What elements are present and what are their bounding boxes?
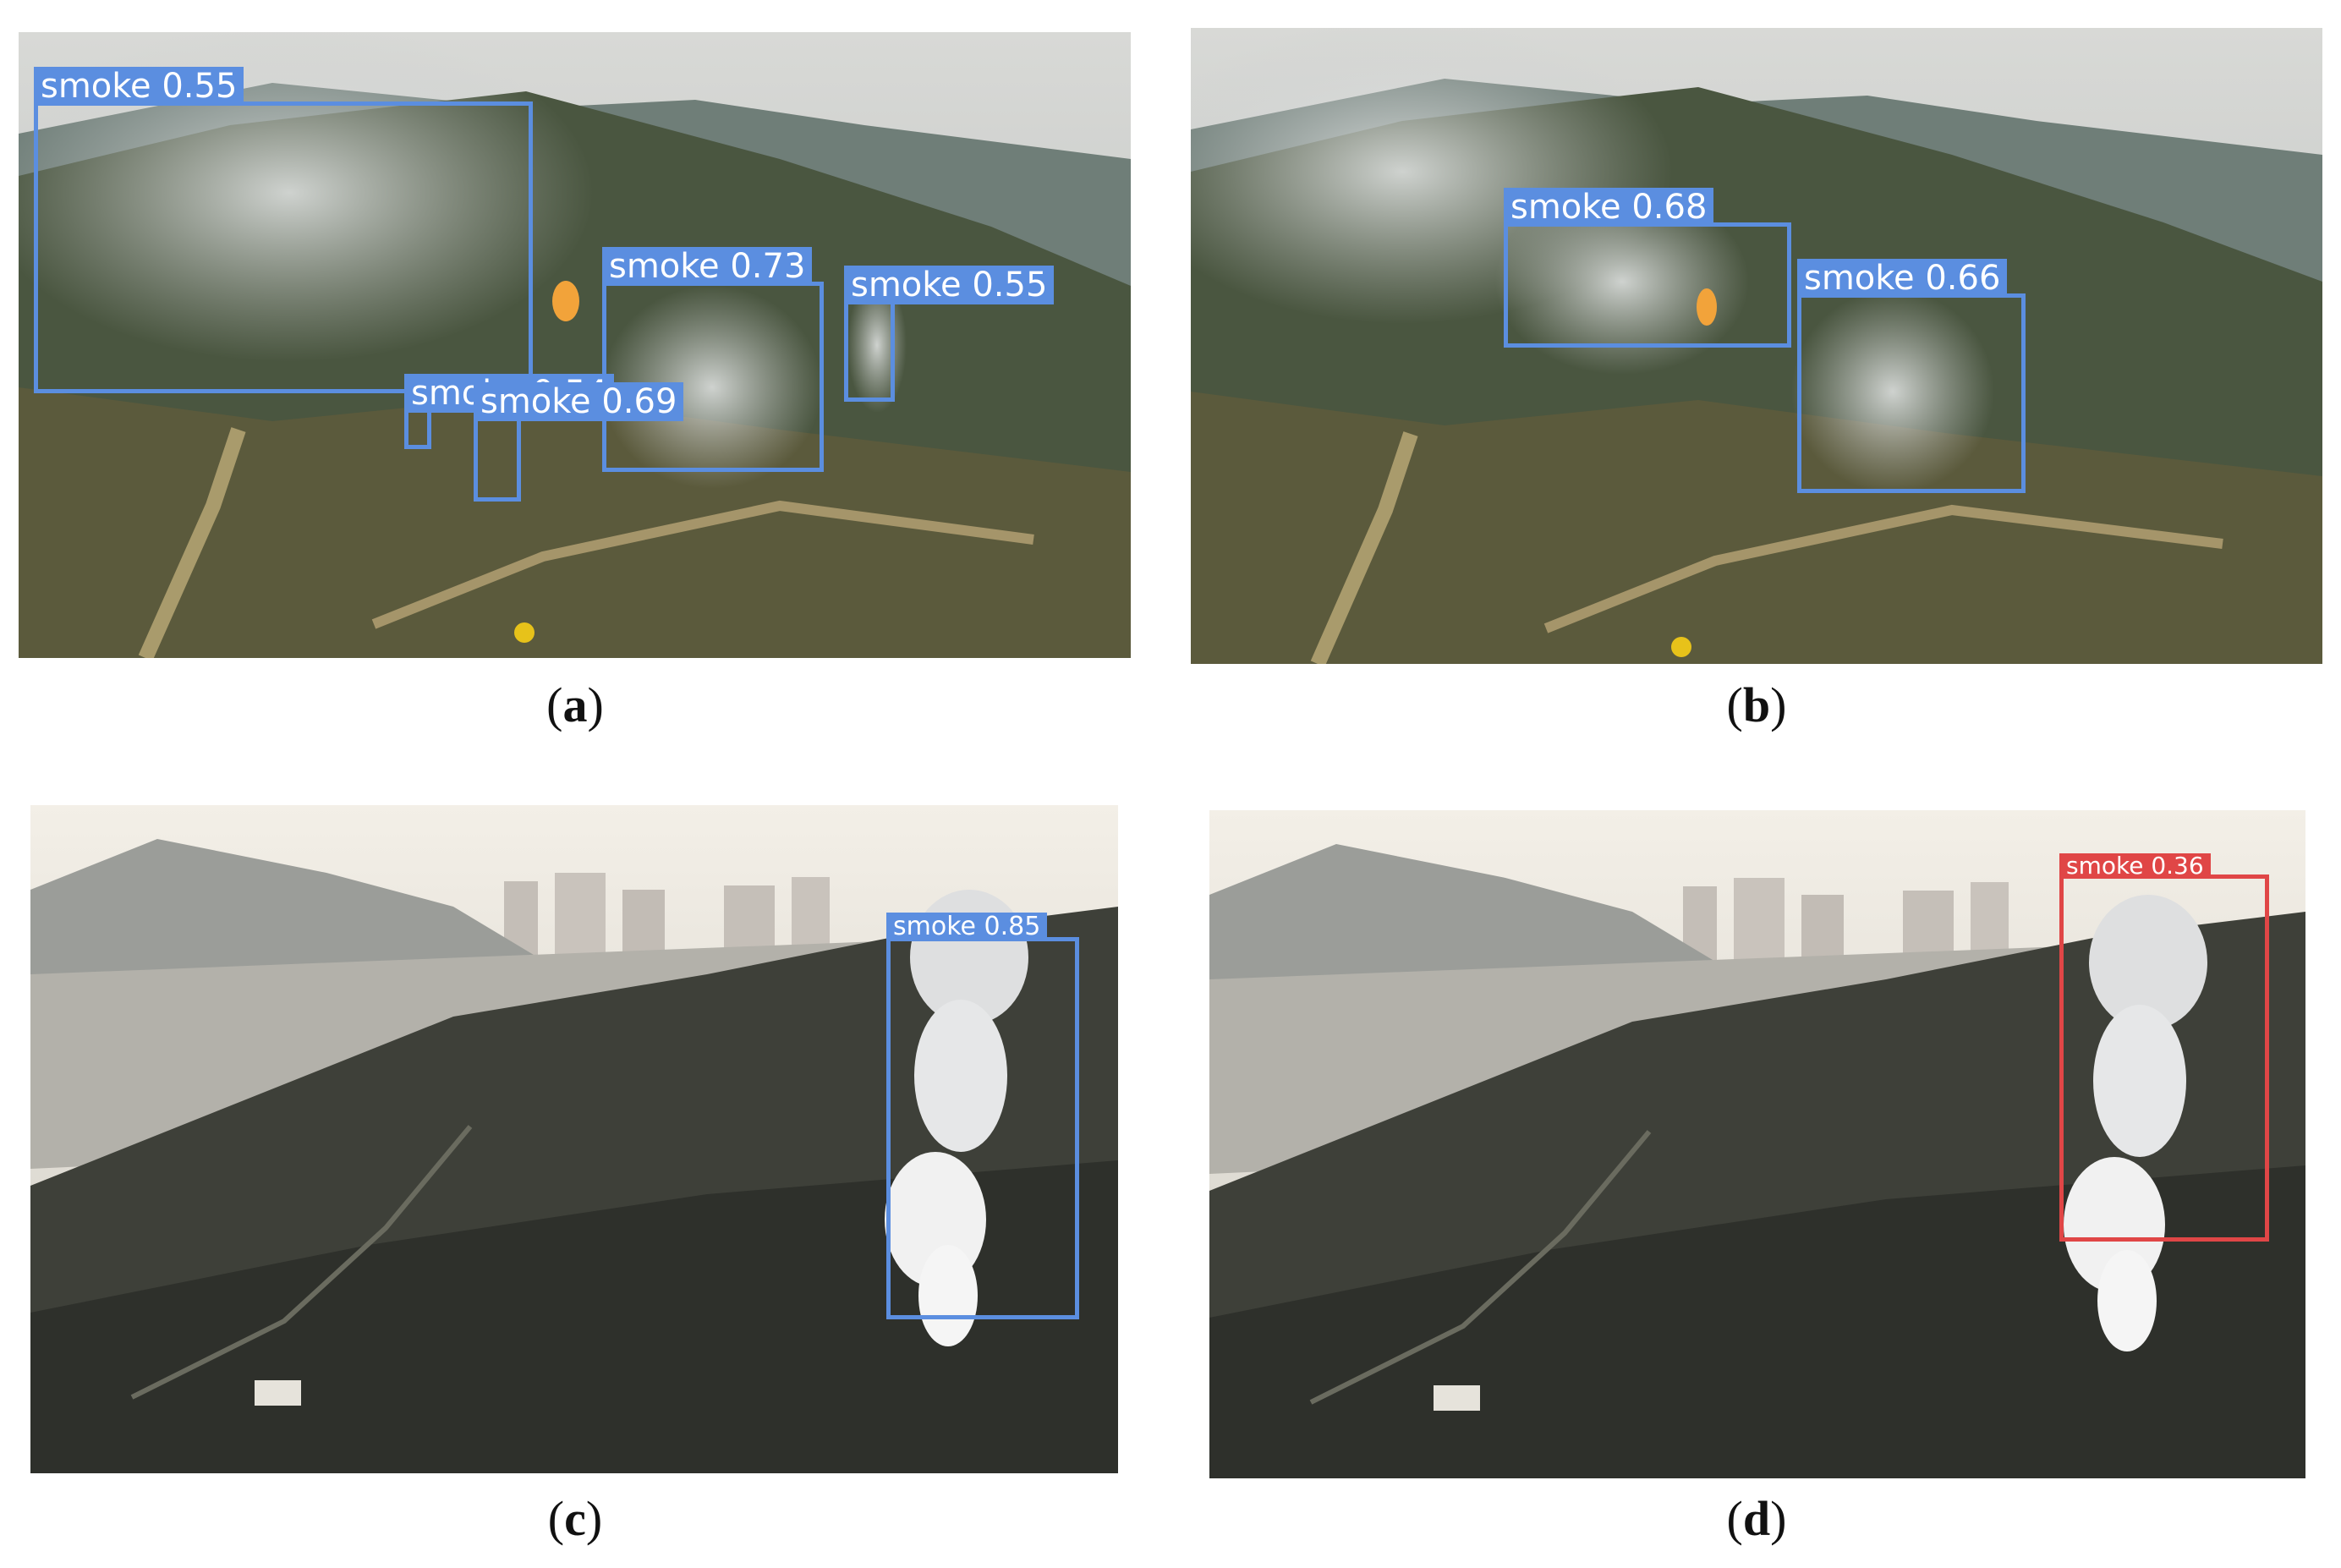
detection-label: smoke 0.55 [34, 67, 244, 106]
detection-box: smoke 0.55 [844, 266, 1055, 402]
detection-box: smoke 0.36 [2059, 853, 2269, 1242]
detection-box: smoke 0.85 [886, 913, 1079, 1319]
detection-box: smoke 0.55 [34, 67, 533, 393]
panel-a-image: smoke 0.55 smoke 0.73 smoke 0.55 smoke 0… [19, 32, 1131, 658]
panel-d-image: smoke 0.36 [1209, 810, 2305, 1478]
forest-smoke-city-scene-d [1209, 810, 2305, 1478]
detection-label: smoke 0.69 [474, 382, 684, 421]
detection-label: smoke 0.36 [2059, 853, 2211, 879]
caption-a: (a) [546, 677, 604, 732]
detection-label: smoke 0.66 [1797, 259, 2008, 298]
detection-label: smoke 0.73 [602, 247, 813, 286]
detection-box: smoke 0.66 [1797, 259, 2026, 493]
detection-box: smoke 0.68 [1504, 188, 1791, 348]
caption-b: (b) [1726, 677, 1787, 732]
panel-c-image: smoke 0.85 [30, 805, 1118, 1473]
caption-c: (c) [547, 1491, 603, 1546]
detection-box: smoke 0.69 [474, 382, 684, 502]
forest-fire-scene-a [19, 32, 1131, 658]
detection-label: smoke 0.68 [1504, 188, 1714, 227]
caption-d: (d) [1726, 1491, 1787, 1546]
detection-box: smoke 0.54 [404, 374, 615, 449]
detection-box: smoke 0.73 [602, 247, 824, 472]
panel-b-image: smoke 0.68 smoke 0.66 [1191, 28, 2322, 664]
detection-label: smoke 0.85 [886, 913, 1048, 941]
detection-label: smoke 0.55 [844, 266, 1055, 304]
forest-fire-scene-b [1191, 28, 2322, 664]
